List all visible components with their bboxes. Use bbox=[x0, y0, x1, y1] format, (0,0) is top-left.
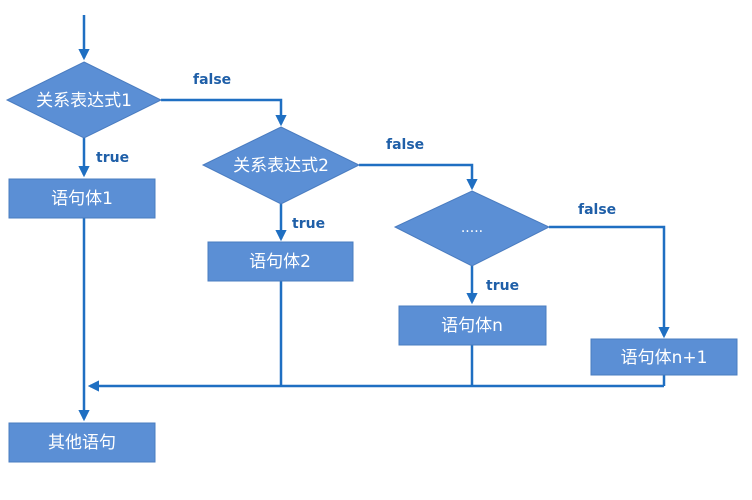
cond2-true-label: true bbox=[292, 216, 325, 232]
decision-cond2: 关系表达式2 bbox=[201, 126, 361, 205]
edge-labels: false true false true false true bbox=[96, 72, 616, 294]
process-bodyn: 语句体n bbox=[398, 305, 547, 346]
decision-cond3: ..... bbox=[393, 190, 551, 267]
cond2-false-label: false bbox=[386, 137, 424, 153]
process-body1: 语句体1 bbox=[8, 178, 156, 219]
connectors bbox=[78, 15, 670, 422]
cond1-true-label: true bbox=[96, 150, 129, 166]
cond3-false-arrow bbox=[549, 225, 670, 339]
cond3-true-label: true bbox=[486, 278, 519, 294]
bodyn1-label: 语句体n+1 bbox=[621, 348, 708, 368]
cond2-false-arrow bbox=[359, 163, 478, 191]
cond3-false-label: false bbox=[578, 202, 616, 218]
process-body2: 语句体2 bbox=[207, 241, 354, 282]
cond3-label: ..... bbox=[461, 220, 483, 236]
body2-label: 语句体2 bbox=[249, 252, 311, 272]
cond1-false-label: false bbox=[193, 72, 231, 88]
body1-label: 语句体1 bbox=[51, 189, 113, 209]
bodyn-label: 语句体n bbox=[441, 316, 503, 336]
decision-cond1: 关系表达式1 bbox=[5, 61, 163, 139]
other-label: 其他语句 bbox=[48, 433, 116, 453]
cond1-false-arrow bbox=[161, 98, 287, 127]
process-other: 其他语句 bbox=[8, 422, 156, 463]
cond1-label: 关系表达式1 bbox=[36, 91, 132, 111]
cond2-label: 关系表达式2 bbox=[233, 156, 329, 176]
process-bodyn1: 语句体n+1 bbox=[590, 338, 738, 376]
